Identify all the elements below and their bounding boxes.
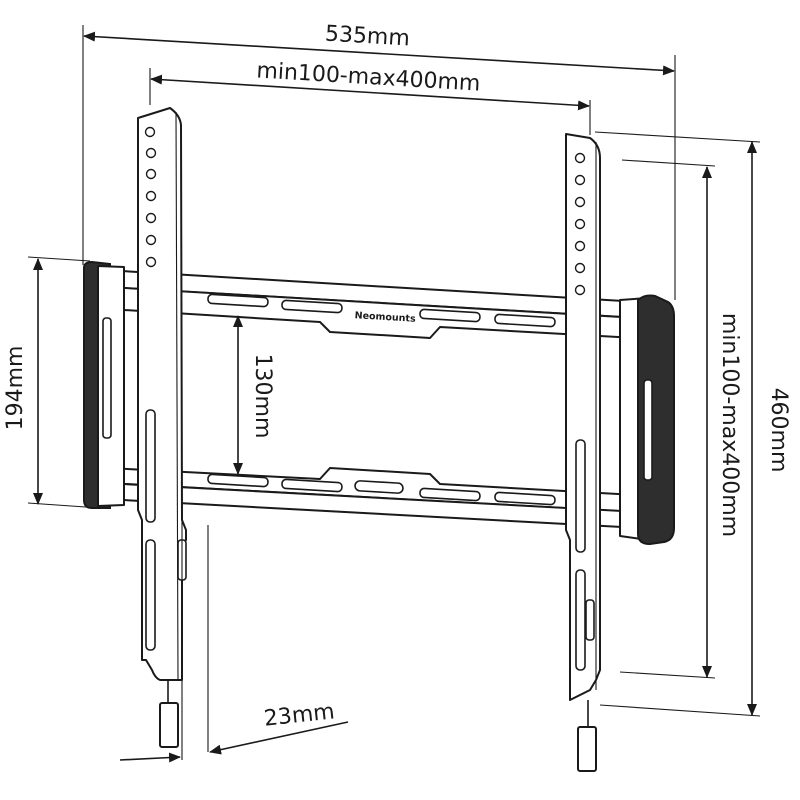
dim-overall-height: 460mm [594,131,791,717]
left-safety-pull [159,702,179,748]
right-end-cap [619,294,675,546]
dim-wall-plate-height: 194mm [3,256,101,509]
dim-overall-width: 535mm [82,22,676,300]
right-arm [565,133,601,772]
label-vesa-vertical: min100-max400mm [717,313,742,537]
label-overall-height: 460mm [766,388,791,473]
label-overall-width: 535mm [324,22,410,52]
label-inner-rail-gap: 130mm [250,354,275,439]
dim-vesa-horizontal: min100-max400mm [149,58,591,135]
dim-line-overall-width [83,31,675,76]
brand-logo: Neomounts [354,310,416,325]
label-vesa-horizontal: min100-max400mm [256,58,481,96]
dim-vesa-vertical: min100-max400mm [619,159,742,679]
right-safety-pull [577,726,597,772]
wall-plate: Neomounts [104,269,641,529]
dim-line-vesa-horizontal [150,74,590,111]
dim-inner-rail-gap: 130mm [233,315,275,475]
label-wall-plate-height: 194mm [3,346,28,431]
left-arm [137,107,187,748]
dim-line-wall-distance [209,721,349,755]
left-end-cap [83,260,125,509]
dim-wall-distance: 23mm [119,515,349,763]
